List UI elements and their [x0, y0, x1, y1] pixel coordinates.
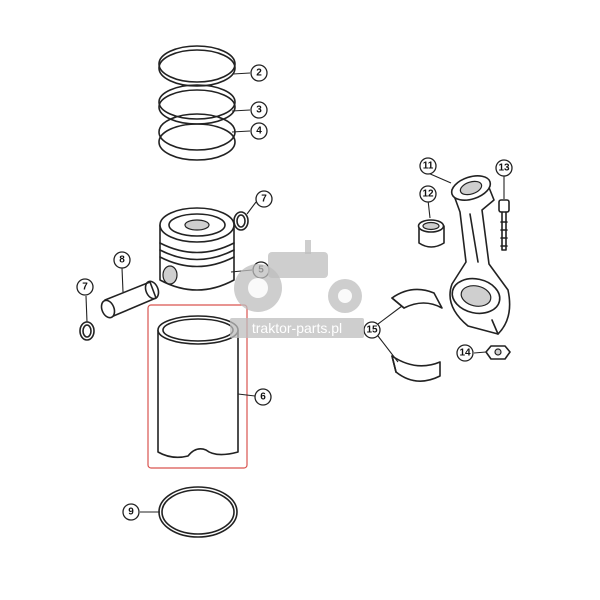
rod-bolt — [498, 199, 510, 251]
svg-text:7: 7 — [82, 282, 88, 293]
svg-text:12: 12 — [422, 189, 434, 200]
svg-text:7: 7 — [261, 194, 267, 205]
callout-4: 4 — [250, 122, 268, 140]
callout-15: 15 — [363, 321, 381, 339]
watermark: traktor-parts.pl — [230, 240, 364, 338]
callout-14: 14 — [456, 344, 474, 362]
piston-ring-bottom — [158, 113, 236, 161]
svg-text:8: 8 — [119, 255, 125, 266]
callout-13: 13 — [495, 159, 513, 177]
callout-6: 6 — [254, 388, 272, 406]
liner-highlight-frame — [147, 304, 248, 469]
leader-lines — [85, 72, 505, 513]
svg-text:4: 4 — [256, 126, 262, 137]
piston-ring-top — [158, 45, 236, 87]
circlip-right — [233, 211, 249, 231]
callout-7-left: 7 — [76, 278, 94, 296]
circlip-left — [79, 321, 95, 341]
o-ring — [158, 486, 238, 538]
tractor-logo-icon — [234, 240, 362, 313]
nut — [485, 345, 511, 360]
svg-text:15: 15 — [366, 325, 378, 336]
callout-3: 3 — [250, 101, 268, 119]
callout-12: 12 — [419, 185, 437, 203]
svg-text:6: 6 — [260, 392, 266, 403]
callout-2: 2 — [250, 64, 268, 82]
svg-text:13: 13 — [498, 163, 510, 174]
svg-text:9: 9 — [128, 507, 134, 518]
svg-text:11: 11 — [423, 161, 434, 172]
svg-text:14: 14 — [459, 348, 471, 359]
cylinder-liner — [157, 315, 239, 459]
callout-9: 9 — [122, 503, 140, 521]
piston-pin — [100, 280, 160, 319]
piston — [159, 207, 235, 291]
callout-11: 11 — [419, 157, 437, 175]
svg-text:3: 3 — [256, 105, 262, 116]
piston-ring-middle — [158, 84, 236, 125]
connecting-rod — [449, 175, 511, 335]
callout-8: 8 — [113, 251, 131, 269]
svg-text:2: 2 — [256, 68, 262, 79]
watermark-text: traktor-parts.pl — [252, 320, 342, 336]
bushing — [417, 219, 445, 248]
bearing-shells — [391, 288, 443, 382]
callout-7-right: 7 — [255, 190, 273, 208]
